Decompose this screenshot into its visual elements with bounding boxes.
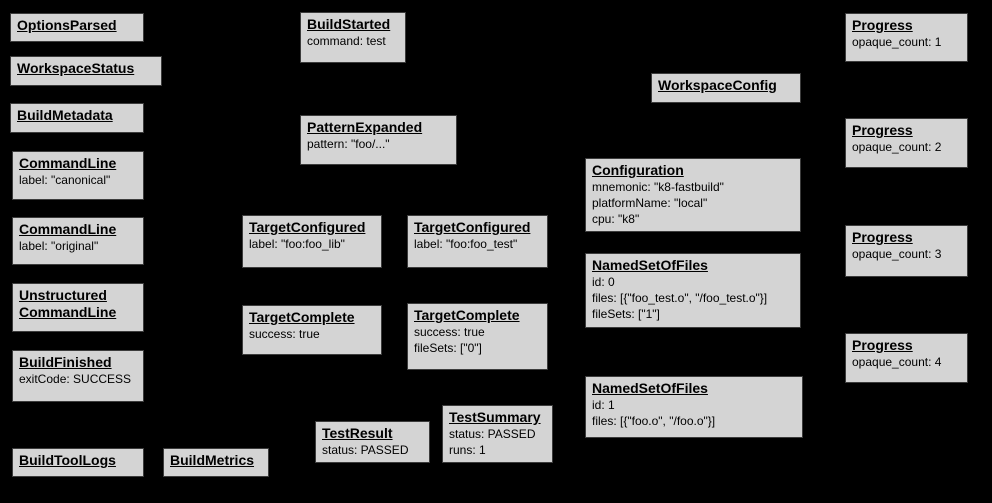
event-box-command-line-original: CommandLine label: "original": [12, 217, 144, 265]
event-box-build-metadata: BuildMetadata: [10, 103, 144, 133]
event-box-title: BuildStarted: [307, 16, 391, 32]
event-box-progress-4: Progress opaque_count: 4: [845, 333, 968, 383]
event-box-title: PatternExpanded: [307, 119, 423, 135]
event-box-detail: label: "canonical": [19, 173, 111, 187]
event-box-detail: label: "original": [19, 239, 99, 253]
event-box-detail: platformName: "local": [592, 196, 708, 210]
event-box-detail: exitCode: SUCCESS: [19, 372, 132, 386]
event-box-detail: opaque_count: 1: [852, 35, 942, 49]
event-box-detail: opaque_count: 4: [852, 355, 942, 369]
event-box-detail: opaque_count: 3: [852, 247, 942, 261]
event-box-pattern-expanded: PatternExpanded pattern: "foo/...": [300, 115, 457, 165]
event-box-title: Progress: [852, 229, 913, 245]
event-box-title: WorkspaceStatus: [17, 60, 135, 76]
event-box-progress-3: Progress opaque_count: 3: [845, 225, 968, 277]
event-box-detail: runs: 1: [449, 443, 486, 457]
event-box-title: TargetConfigured: [414, 219, 531, 235]
event-box-target-configured-foo-test: TargetConfigured label: "foo:foo_test": [407, 215, 548, 268]
event-box-named-set-of-files-1: NamedSetOfFiles id: 1 files: [{"foo.o", "/…: [585, 376, 803, 438]
event-box-test-result: TestResult status: PASSED: [315, 421, 430, 463]
event-box-progress-1: Progress opaque_count: 1: [845, 13, 968, 62]
event-box-detail: success: true: [414, 325, 485, 339]
event-box-progress-2: Progress opaque_count: 2: [845, 118, 968, 168]
event-box-detail: status: PASSED: [322, 443, 409, 457]
event-box-title: Progress: [852, 17, 913, 33]
event-box-title: TestResult: [322, 425, 393, 441]
event-box-detail: label: "foo:foo_test": [414, 237, 518, 251]
event-box-detail: files: [{"foo.o", "/foo.o"}]: [592, 414, 716, 428]
event-box-title: BuildToolLogs: [19, 452, 116, 468]
event-box-detail: fileSets: ["1"]: [592, 307, 660, 321]
event-box-title: Configuration: [592, 162, 684, 178]
event-box-title: BuildMetadata: [17, 107, 113, 123]
event-box-title: Unstructured CommandLine: [19, 287, 117, 320]
event-box-named-set-of-files-0: NamedSetOfFiles id: 0 files: [{"foo_test.o…: [585, 253, 801, 328]
event-box-build-metrics: BuildMetrics: [163, 448, 269, 477]
event-box-title: TargetComplete: [249, 309, 355, 325]
event-box-target-configured-foo-lib: TargetConfigured label: "foo:foo_lib": [242, 215, 382, 268]
event-box-title: Progress: [852, 337, 913, 353]
event-box-detail: opaque_count: 2: [852, 140, 942, 154]
event-box-title: NamedSetOfFiles: [592, 380, 708, 396]
event-box-unstructured-command-line: Unstructured CommandLine: [12, 283, 144, 332]
event-box-options-parsed: OptionsParsed: [10, 13, 144, 42]
event-box-target-complete-foo-lib: TargetComplete success: true: [242, 305, 382, 355]
event-box-detail: id: 1: [592, 398, 615, 412]
event-box-detail: mnemonic: "k8-fastbuild": [592, 180, 724, 194]
event-box-test-summary: TestSummary status: PASSED runs: 1: [442, 405, 553, 463]
event-box-configuration: Configuration mnemonic: "k8-fastbuild" pla…: [585, 158, 801, 232]
event-box-title: NamedSetOfFiles: [592, 257, 708, 273]
event-box-title: TargetConfigured: [249, 219, 366, 235]
event-box-title: BuildFinished: [19, 354, 112, 370]
event-box-title: TestSummary: [449, 409, 541, 425]
event-box-target-complete-foo-test: TargetComplete success: true fileSets: ["0…: [407, 303, 548, 370]
event-box-detail: files: [{"foo_test.o", "/foo_test.o"}]: [592, 291, 768, 305]
event-box-build-tool-logs: BuildToolLogs: [12, 448, 144, 477]
event-box-detail: fileSets: ["0"]: [414, 341, 482, 355]
event-box-workspace-config: WorkspaceConfig: [651, 73, 801, 103]
event-box-title: BuildMetrics: [170, 452, 255, 468]
event-box-title: Progress: [852, 122, 913, 138]
event-box-title: WorkspaceConfig: [658, 77, 777, 93]
event-box-command-line-canonical: CommandLine label: "canonical": [12, 151, 144, 200]
event-box-detail: cpu: "k8": [592, 212, 640, 226]
event-box-build-finished: BuildFinished exitCode: SUCCESS: [12, 350, 144, 402]
event-box-detail: status: PASSED: [449, 427, 536, 441]
event-box-workspace-status: WorkspaceStatus: [10, 56, 162, 86]
event-box-title: OptionsParsed: [17, 17, 117, 33]
event-box-detail: success: true: [249, 327, 320, 341]
event-box-detail: command: test: [307, 34, 386, 48]
event-box-detail: label: "foo:foo_lib": [249, 237, 345, 251]
event-box-title: CommandLine: [19, 221, 117, 237]
event-box-title: CommandLine: [19, 155, 117, 171]
event-box-title: TargetComplete: [414, 307, 520, 323]
event-box-build-started: BuildStarted command: test: [300, 12, 406, 63]
event-box-detail: pattern: "foo/...": [307, 137, 390, 151]
event-box-detail: id: 0: [592, 275, 615, 289]
